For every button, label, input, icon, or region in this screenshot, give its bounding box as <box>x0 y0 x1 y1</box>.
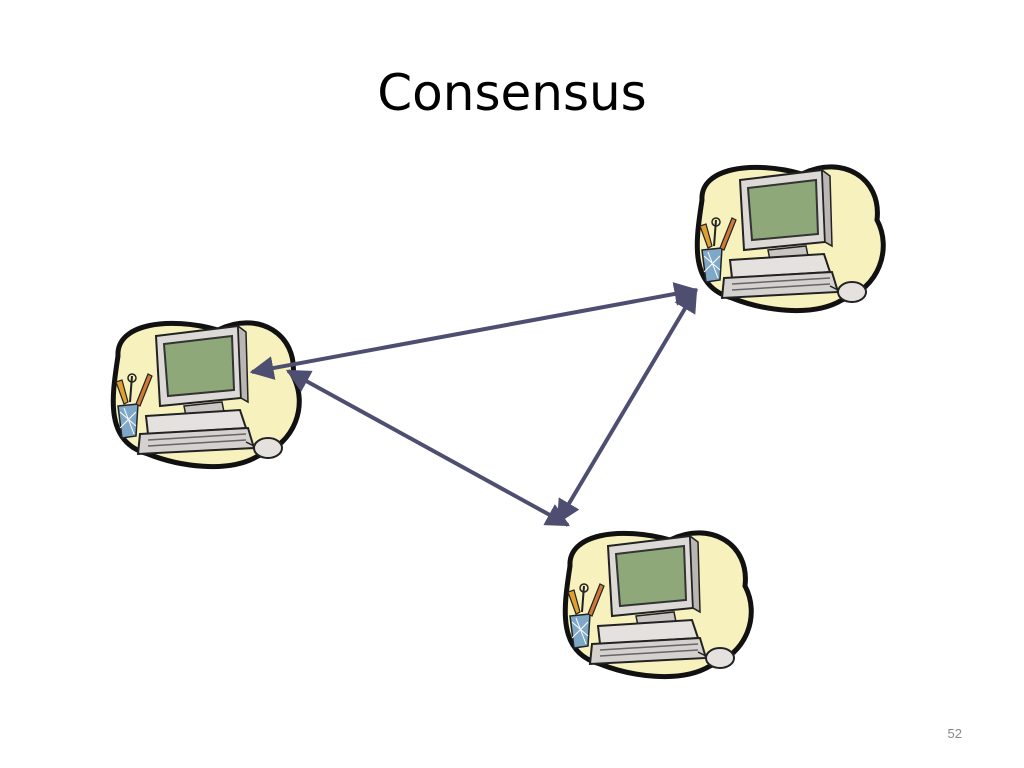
computer-top-right-icon <box>697 167 883 311</box>
edge-left-to-top-right <box>249 282 699 380</box>
computer-bottom-icon <box>565 533 751 677</box>
computer-left-icon <box>113 323 299 467</box>
slide-title: Consensus <box>377 64 647 122</box>
page-number: 52 <box>947 726 962 741</box>
edge-top-right-to-bottom <box>556 287 698 525</box>
edge-left-to-bottom <box>285 369 571 527</box>
